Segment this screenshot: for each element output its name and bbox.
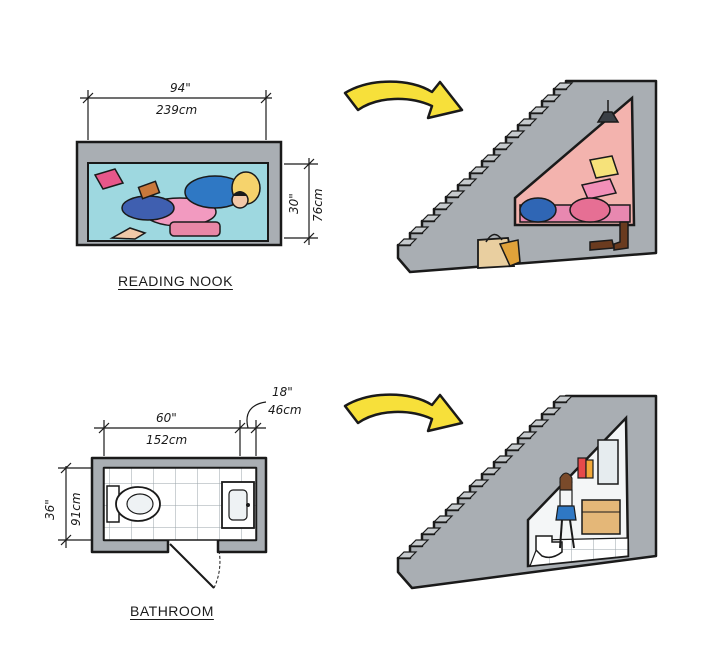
- bathroom-width-cm: 152cm: [146, 433, 188, 447]
- nook-depth-inches: 30": [287, 193, 301, 214]
- bathroom-title: BATHROOM: [130, 603, 214, 619]
- nook-width-inches: 94": [170, 81, 191, 95]
- bathroom-depth-dimension: [58, 462, 92, 548]
- nook-width-dimension: [80, 90, 272, 140]
- bathroom-width-inches: 60": [156, 411, 177, 425]
- bathroom-wall-inches: 18": [272, 385, 293, 399]
- bottom-transform-arrow: [343, 393, 464, 433]
- bathroom-plan: [58, 401, 268, 589]
- sink-symbol: [221, 481, 255, 529]
- bathroom-width-dimension: [94, 401, 267, 456]
- top-transform-arrow: [343, 80, 464, 120]
- bathroom-staircase: [396, 394, 658, 590]
- bathroom-person-illustration: [555, 472, 577, 549]
- nook-width-cm: 239cm: [156, 103, 198, 117]
- toilet-symbol: [106, 485, 161, 523]
- nook-depth-dimension: [284, 158, 318, 245]
- nook-depth-cm: 76cm: [311, 188, 325, 222]
- reading-nook-plan: [75, 90, 318, 247]
- bathroom-depth-inches: 36": [43, 499, 57, 520]
- bathroom-wall-cm: 46cm: [268, 403, 302, 417]
- door-swing: [169, 543, 221, 589]
- reading-nook-title: READING NOOK: [118, 273, 233, 289]
- reading-person-illustration: [93, 168, 261, 240]
- nook-staircase: [396, 79, 658, 274]
- bathroom-depth-cm: 91cm: [69, 492, 83, 526]
